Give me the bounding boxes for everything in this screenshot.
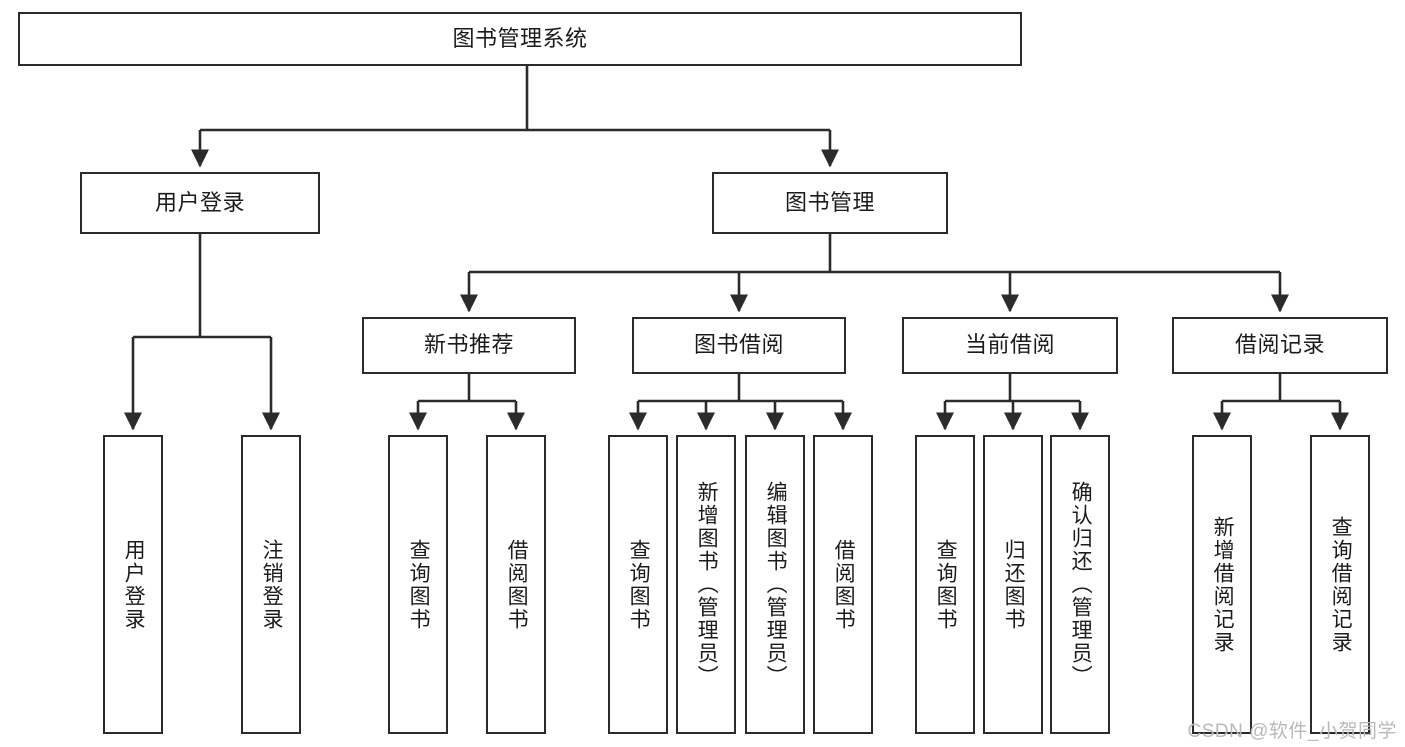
node-root-system[interactable]: 图书管理系统 xyxy=(18,12,1022,66)
node-book-manage[interactable]: 图书管理 xyxy=(712,172,948,234)
node-label: 编辑图书（管理员） xyxy=(764,481,788,688)
node-label: 当前借阅 xyxy=(964,332,1055,358)
node-leaf-add-book[interactable]: 新增图书（管理员） xyxy=(676,435,736,734)
node-label: 借阅记录 xyxy=(1234,332,1325,358)
node-leaf-logout[interactable]: 注销登录 xyxy=(241,435,301,734)
node-label: 查询图书 xyxy=(627,538,651,631)
node-label: 查询图书 xyxy=(934,538,958,631)
node-leaf-query-book-borrow[interactable]: 查询图书 xyxy=(608,435,668,734)
node-user-login[interactable]: 用户登录 xyxy=(80,172,320,234)
node-borrow-record[interactable]: 借阅记录 xyxy=(1172,317,1388,374)
node-label: 查询借阅记录 xyxy=(1329,515,1353,654)
node-leaf-confirm-return[interactable]: 确认归还（管理员） xyxy=(1050,435,1110,734)
node-leaf-user-login[interactable]: 用户登录 xyxy=(103,435,163,734)
node-leaf-borrow-book[interactable]: 借阅图书 xyxy=(813,435,873,734)
node-leaf-query-book-current[interactable]: 查询图书 xyxy=(915,435,975,734)
node-book-borrow[interactable]: 图书借阅 xyxy=(632,317,846,374)
node-leaf-edit-book[interactable]: 编辑图书（管理员） xyxy=(745,435,805,734)
csdn-watermark: CSDN @软件_小贺同学 xyxy=(1187,721,1397,742)
node-label: 新增图书（管理员） xyxy=(695,481,719,688)
node-label: 图书管理系统 xyxy=(452,25,588,51)
node-label: 归还图书 xyxy=(1002,538,1026,631)
node-current-borrow[interactable]: 当前借阅 xyxy=(902,317,1118,374)
node-leaf-query-book-recommend[interactable]: 查询图书 xyxy=(388,435,448,734)
node-label: 查询图书 xyxy=(407,538,431,631)
node-leaf-borrow-book-recommend[interactable]: 借阅图书 xyxy=(486,435,546,734)
node-label: 借阅图书 xyxy=(505,538,529,631)
node-new-book-recommend[interactable]: 新书推荐 xyxy=(362,317,576,374)
node-label: 注销登录 xyxy=(260,538,284,631)
node-leaf-return-book[interactable]: 归还图书 xyxy=(983,435,1043,734)
node-label: 用户登录 xyxy=(154,189,245,215)
node-label: 图书管理 xyxy=(784,189,875,215)
node-label: 借阅图书 xyxy=(832,538,856,631)
node-label: 新增借阅记录 xyxy=(1211,515,1235,654)
node-leaf-add-borrow-record[interactable]: 新增借阅记录 xyxy=(1192,435,1252,734)
node-leaf-query-borrow-record[interactable]: 查询借阅记录 xyxy=(1310,435,1370,734)
node-label: 新书推荐 xyxy=(423,332,514,358)
node-label: 确认归还（管理员） xyxy=(1069,481,1093,688)
node-label: 用户登录 xyxy=(122,538,146,631)
node-label: 图书借阅 xyxy=(693,332,784,358)
